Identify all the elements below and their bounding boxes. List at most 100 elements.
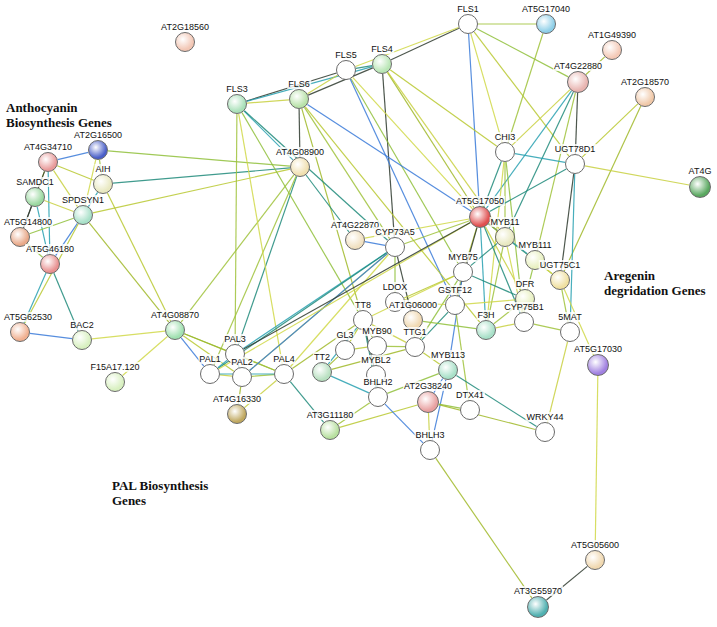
node-label: TT8 [354, 300, 372, 310]
protein-node: AT3G55970 [527, 596, 549, 618]
protein-node: MYB113 [438, 360, 458, 380]
interaction-edge [242, 113, 358, 312]
node-label: AT4G16330 [212, 394, 262, 404]
protein-node: PAL2 [232, 367, 252, 387]
node-label: FLS3 [225, 84, 249, 94]
interaction-edge [250, 254, 388, 371]
node-label: SAMDC1 [15, 177, 55, 187]
protein-node: AT4G16330 [227, 404, 247, 424]
interaction-edge [219, 223, 471, 370]
node-label: DTX41 [455, 390, 485, 400]
group-label: Aregenin degridation Genes [604, 268, 714, 298]
interaction-edge [595, 376, 598, 550]
interaction-edge [93, 169, 290, 213]
node-label: AT5G17040 [521, 4, 571, 14]
node-label: UGT78D1 [554, 144, 597, 154]
node-label: WRKY44 [525, 412, 564, 422]
protein-node: FLS3 [227, 94, 247, 114]
node-label: F15A17.120 [89, 362, 140, 372]
node-label: PAL3 [223, 334, 246, 344]
interaction-edge [25, 224, 79, 323]
node-label: FLS4 [370, 44, 394, 54]
node-label: AT2G18560 [160, 22, 210, 32]
protein-node: AT5G17050 [469, 206, 491, 228]
interaction-edge [471, 34, 502, 143]
node-label: TT2 [313, 352, 331, 362]
interaction-edge [304, 107, 389, 238]
protein-node: AT5G62530 [10, 322, 30, 342]
interaction-edge [355, 347, 367, 349]
node-label: MYB111 [517, 240, 552, 250]
interaction-edge [365, 242, 385, 246]
protein-node: AT4G [689, 176, 711, 198]
protein-node: AT2G18560 [175, 32, 195, 52]
protein-node: SPDSYN1 [73, 205, 93, 225]
protein-node: AT1G49390 [602, 40, 622, 60]
interaction-edge [244, 111, 387, 241]
node-label: MYB75 [447, 252, 479, 262]
node-label: FLS5 [334, 50, 358, 60]
node-label: PAL2 [230, 357, 253, 367]
interaction-edge [107, 193, 170, 321]
protein-node: MYB90 [367, 336, 387, 356]
node-label: PAL4 [272, 354, 295, 364]
interaction-edge [218, 253, 387, 369]
interaction-edge [481, 228, 486, 320]
interaction-edge [108, 151, 290, 166]
node-label: TTG1 [402, 327, 427, 337]
protein-node: FLS4 [372, 54, 392, 74]
interaction-edge [92, 331, 165, 339]
node-label: AIH [94, 164, 111, 174]
interaction-edge [472, 276, 516, 295]
interaction-edge [252, 375, 274, 377]
protein-node: UGT78D1 [565, 154, 585, 174]
interaction-edge [351, 79, 458, 264]
interaction-edge [474, 32, 569, 156]
interaction-edge [509, 92, 573, 228]
protein-node: FLS6 [289, 89, 309, 109]
group-label: PAL Biosynthesis Genes [112, 478, 232, 508]
interaction-edge [570, 174, 574, 322]
node-label: MYB90 [361, 326, 393, 336]
protein-node: WRKY44 [535, 422, 555, 442]
protein-node: PAL4 [274, 364, 294, 384]
node-label: AT3G11180 [306, 410, 355, 420]
interaction-edge [390, 70, 497, 146]
protein-node: MYB11 [495, 227, 515, 247]
node-label: F3H [476, 310, 495, 320]
protein-node: AT2G18570 [635, 87, 655, 107]
interaction-edge [235, 114, 237, 344]
protein-node: AT3G11180 [320, 420, 340, 440]
node-label: FLS1 [456, 4, 480, 14]
node-label: LDOX [382, 282, 409, 292]
interaction-edge [291, 255, 389, 367]
node-label: AT1G49390 [587, 30, 637, 40]
protein-node: AT4G22880 [567, 71, 589, 93]
interaction-edge [436, 458, 532, 598]
interaction-edge [247, 100, 289, 103]
interaction-edge [220, 375, 232, 376]
protein-node: AT5G05600 [585, 550, 605, 570]
interaction-edge [391, 28, 459, 60]
protein-node: PAL1 [200, 364, 220, 384]
interaction-edge [423, 321, 476, 328]
protein-node: AT5G17030 [587, 354, 609, 376]
node-label: AT5G46180 [25, 244, 75, 254]
node-label: AT5G17050 [455, 196, 505, 206]
protein-node: AT4G08870 [165, 320, 185, 340]
node-label: BAC2 [69, 320, 95, 330]
protein-node: CYP73A5 [385, 237, 405, 257]
protein-node: FLS5 [336, 60, 356, 80]
protein-node: FLS1 [458, 14, 478, 34]
node-label: DFR [515, 279, 536, 289]
protein-node: 5MAT [560, 322, 580, 342]
interaction-edge [353, 77, 473, 209]
protein-node: MYB75 [453, 262, 473, 282]
node-label: AT4G22870 [330, 220, 380, 230]
interaction-edge [387, 346, 405, 348]
interaction-edge [508, 34, 543, 143]
interaction-edge [478, 23, 536, 24]
node-label: MYB113 [430, 350, 466, 360]
group-label: Anthocyanin Biosynthesis Genes [6, 100, 126, 130]
interaction-edge [30, 333, 72, 338]
